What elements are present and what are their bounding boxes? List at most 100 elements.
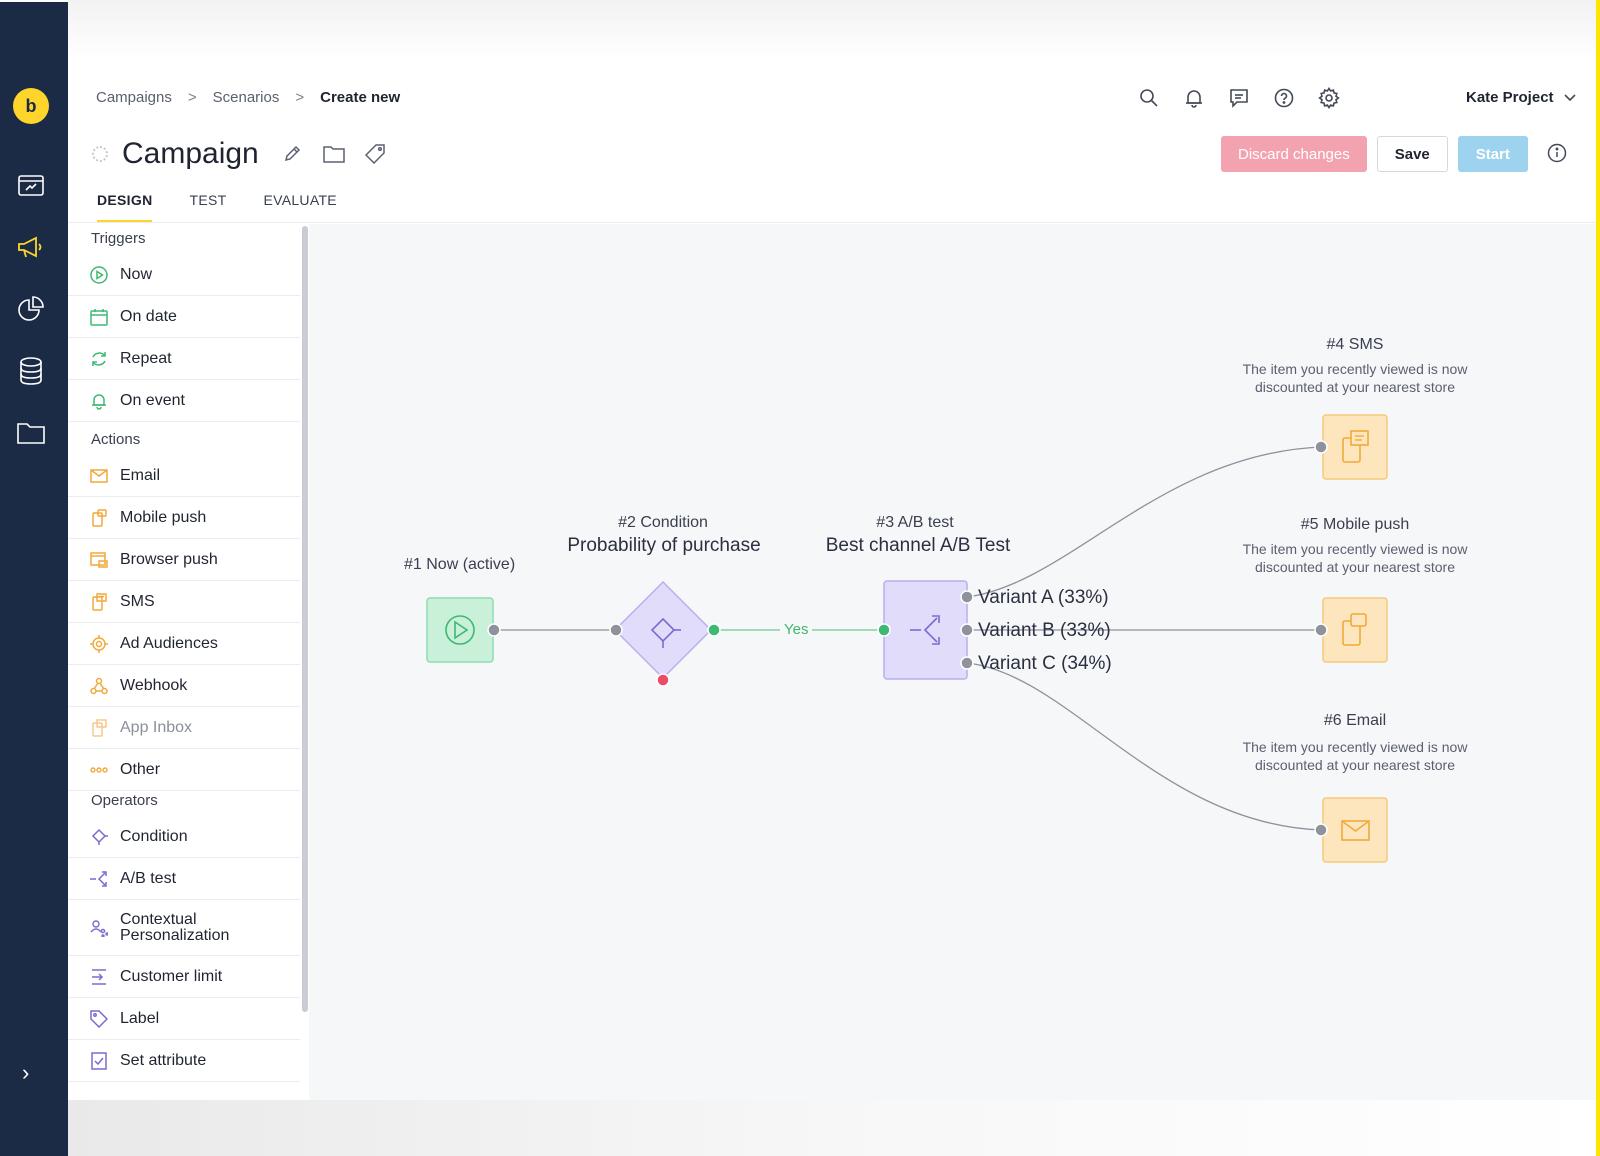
palette-item-on-event[interactable]: On event (68, 380, 300, 422)
variant-c-label: Variant C (34%) (978, 653, 1112, 674)
repeat-icon (89, 349, 109, 369)
bell-icon (89, 391, 109, 411)
palette-item-mobile-push[interactable]: Mobile push (68, 497, 300, 539)
palette-item-now[interactable]: Now (68, 254, 300, 296)
node-3-ab-test[interactable] (877, 580, 974, 680)
tab-test[interactable]: TEST (189, 192, 227, 208)
node-5-label: #5 Mobile push (1300, 516, 1410, 533)
sms-icon (89, 592, 109, 612)
palette-item-label: Now (120, 265, 153, 283)
palette-item-label: Email (120, 466, 161, 484)
breadcrumb-campaigns[interactable]: Campaigns (96, 89, 172, 106)
palette-item-label: Other (120, 760, 161, 778)
node-6-email[interactable] (1314, 797, 1388, 863)
status-loading-icon (92, 146, 108, 162)
palette-item-label: Contextual Personalization (120, 910, 230, 944)
set-attribute-icon (89, 1051, 109, 1071)
start-button[interactable]: Start (1457, 136, 1528, 172)
palette-item-label: Customer limit (120, 967, 223, 985)
edge-yes-label: Yes (780, 621, 813, 638)
project-name: Kate Project (1466, 89, 1554, 106)
save-button[interactable]: Save (1376, 136, 1448, 172)
tag-icon[interactable] (364, 144, 385, 164)
flow-canvas[interactable]: #1 Now (active) #2 Condition Probability… (309, 224, 1596, 1100)
palette-item-repeat[interactable]: Repeat (68, 338, 300, 380)
edit-pencil-icon[interactable] (283, 145, 301, 163)
tab-design[interactable]: DESIGN (97, 192, 153, 223)
breadcrumb: Campaigns > Scenarios > Create new (96, 89, 400, 106)
project-switcher[interactable]: Kate Project (1466, 89, 1576, 106)
palette-item-label: On event (120, 391, 185, 409)
search-icon[interactable] (1137, 86, 1161, 110)
node-2-condition[interactable] (609, 580, 721, 687)
brand-logo[interactable]: b (13, 88, 49, 124)
node-2-sublabel: Probability of purchase (567, 535, 761, 556)
palette-item-ad-audiences[interactable]: Ad Audiences (68, 623, 300, 665)
node-2-label: #2 Condition (618, 514, 708, 531)
discard-changes-button[interactable]: Discard changes (1221, 136, 1367, 172)
palette-item-on-date[interactable]: On date (68, 296, 300, 338)
node-6-label: #6 Email (1323, 712, 1387, 729)
palette-item-set-attribute[interactable]: Set attribute (68, 1040, 300, 1082)
palette-item-customer-limit[interactable]: Customer limit (68, 956, 300, 998)
analytics-pie-icon[interactable] (17, 295, 45, 323)
node-4-sms[interactable] (1314, 414, 1388, 480)
campaigns-megaphone-icon[interactable] (17, 233, 45, 261)
left-nav-rail: b › (0, 2, 68, 1156)
dashboard-icon[interactable] (17, 171, 45, 199)
info-icon[interactable] (1547, 143, 1567, 168)
palette-item-contextual-personalization[interactable]: Contextual Personalization (68, 900, 300, 956)
help-icon[interactable] (1272, 86, 1296, 110)
node-3-label: #3 A/B test (876, 514, 954, 531)
chevron-down-icon (1563, 89, 1576, 106)
palette-section-triggers: Triggers (91, 230, 146, 247)
node-1-now[interactable] (426, 597, 501, 663)
palette-item-label: Browser push (120, 550, 218, 568)
mobile-push-icon (89, 508, 109, 528)
palette-item-sms[interactable]: SMS (68, 581, 300, 623)
palette-item-label: Mobile push (120, 508, 207, 526)
node-5-mobile-push[interactable] (1314, 597, 1388, 663)
expand-chevron-icon[interactable]: › (22, 1060, 30, 1085)
personalization-icon (89, 918, 109, 938)
node-5-desc: The item you recently viewed is now disc… (1242, 541, 1468, 575)
palette-item-label-operator[interactable]: Label (68, 998, 300, 1040)
breadcrumb-current: Create new (320, 89, 401, 106)
palette-section-actions: Actions (91, 431, 141, 448)
webhook-icon (89, 676, 109, 696)
palette-item-label: On date (120, 307, 177, 325)
variant-b-label: Variant B (33%) (978, 620, 1111, 641)
page-title: Campaign (122, 137, 259, 170)
app-inbox-icon (89, 718, 109, 738)
node-6-desc: The item you recently viewed is now disc… (1242, 739, 1468, 773)
palette-item-webhook[interactable]: Webhook (68, 665, 300, 707)
bottom-backdrop (68, 1100, 1596, 1156)
tab-evaluate[interactable]: EVALUATE (263, 192, 337, 208)
condition-diamond-icon (89, 827, 109, 847)
folder-icon[interactable] (323, 145, 345, 163)
breadcrumb-scenarios[interactable]: Scenarios (212, 89, 280, 106)
palette-scrollbar[interactable] (302, 226, 308, 1012)
palette-item-condition[interactable]: Condition (68, 816, 300, 858)
node-palette: Triggers Now On date Repeat On event Act… (68, 224, 304, 1100)
chat-icon[interactable] (1227, 86, 1251, 110)
data-database-icon[interactable] (17, 357, 45, 385)
palette-item-email[interactable]: Email (68, 455, 300, 497)
breadcrumb-separator: > (295, 89, 305, 106)
notifications-bell-icon[interactable] (1182, 86, 1206, 110)
edge-variant-a (966, 446, 1322, 598)
palette-item-label: Webhook (120, 676, 188, 694)
palette-item-label: Set attribute (120, 1051, 207, 1069)
palette-item-label: SMS (120, 592, 155, 610)
tab-bar: DESIGN TEST EVALUATE (97, 192, 374, 223)
palette-item-other[interactable]: Other (68, 749, 300, 791)
action-buttons: Discard changes Save Start (1221, 136, 1538, 172)
assets-folder-icon[interactable] (17, 419, 45, 447)
settings-gear-icon[interactable] (1317, 86, 1341, 110)
palette-item-ab-test[interactable]: A/B test (68, 858, 300, 900)
palette-item-label: Ad Audiences (120, 634, 218, 652)
palette-item-app-inbox[interactable]: App Inbox (68, 707, 300, 749)
palette-item-browser-push[interactable]: Browser push (68, 539, 300, 581)
top-backdrop (68, 0, 1596, 60)
